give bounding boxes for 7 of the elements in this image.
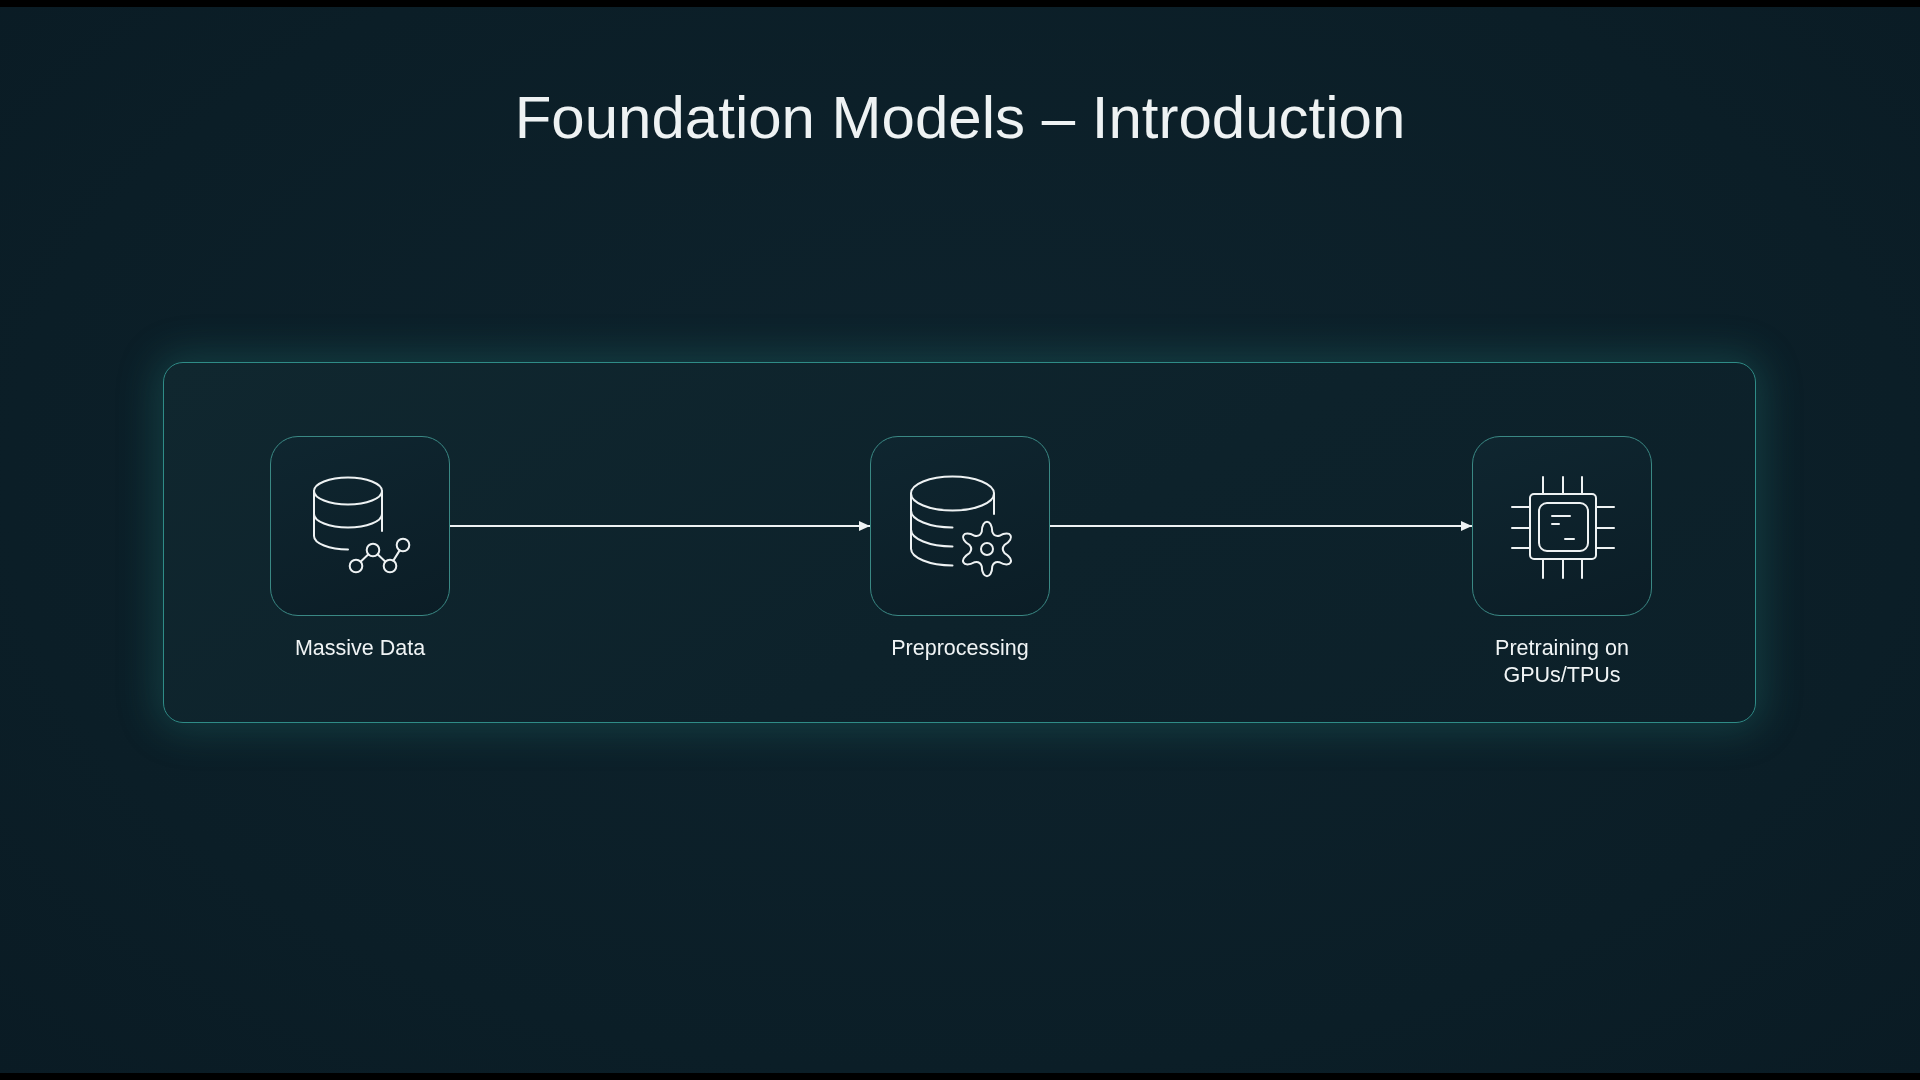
node-label: Preprocessing	[891, 635, 1029, 662]
container-panel	[163, 362, 1756, 723]
slide-title: Foundation Models – Introduction	[514, 83, 1406, 153]
arrow	[449, 521, 871, 531]
arrow	[1049, 521, 1473, 531]
node-label: Pretraining on GPUs/TPUs	[1494, 635, 1630, 689]
node-label: Massive Data	[294, 635, 426, 662]
